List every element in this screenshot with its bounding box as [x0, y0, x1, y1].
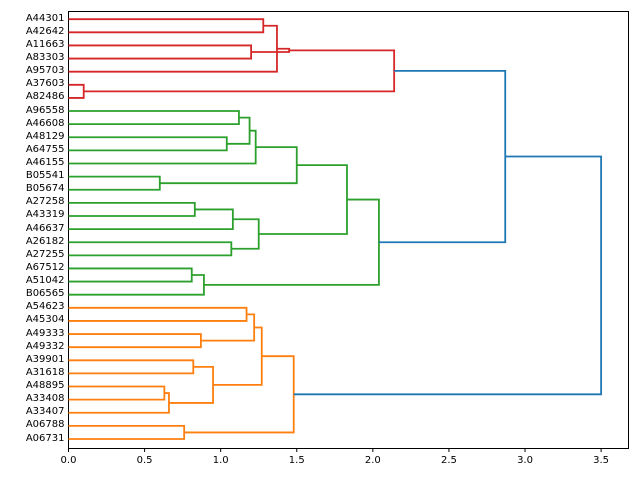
leaf-label-a83303: A83303: [25, 52, 65, 64]
dendrogram-link: [68, 267, 193, 283]
leaf-label-a51042: A51042: [25, 275, 65, 287]
dendrogram-link: [68, 18, 265, 34]
dendrogram-link: [83, 49, 396, 93]
x-tick-label-1.0: 1.0: [212, 454, 229, 466]
x-tick-label-0.0: 0.0: [60, 454, 77, 466]
dendrogram-link: [159, 146, 298, 185]
dendrogram-link: [68, 424, 186, 440]
leaf-label-a43319: A43319: [25, 209, 65, 221]
dendrogram-link: [68, 83, 85, 99]
dendrogram-link: [378, 69, 507, 244]
leaf-label-a46155: A46155: [25, 157, 65, 168]
leaf-label-a96558: A96558: [25, 104, 65, 116]
dendrogram-link: [68, 44, 253, 60]
leaf-label-a11663: A11663: [25, 38, 65, 50]
dendrogram-link: [68, 274, 205, 296]
dendrogram-link: [68, 241, 233, 257]
dendrogram-link: [68, 201, 196, 217]
leaf-label-a54623: A54623: [25, 301, 65, 313]
dendrogram-link: [293, 155, 603, 396]
leaf-label-a42642: A42642: [25, 25, 65, 37]
dendrogram-link: [68, 359, 195, 375]
dendrogram-link: [68, 208, 234, 230]
leaf-label-b06565: B06565: [25, 288, 65, 300]
leaf-label-a06731: A06731: [25, 432, 65, 444]
leaf-label-a33408: A33408: [25, 393, 65, 405]
leaf-label-a37603: A37603: [25, 78, 65, 90]
dendrogram-link: [68, 306, 248, 322]
leaf-label-a33407: A33407: [25, 406, 65, 418]
dendrogram-link: [258, 164, 348, 235]
x-tick-label-1.5: 1.5: [288, 454, 305, 466]
leaf-label-a49333: A49333: [25, 327, 65, 339]
leaf-label-a27255: A27255: [25, 248, 65, 260]
leaf-label-a49332: A49332: [25, 340, 65, 352]
leaf-label-a46637: A46637: [25, 222, 65, 234]
dendrogram-link: [68, 175, 161, 191]
dendrogram-link: [68, 333, 202, 349]
x-tick-label-0.5: 0.5: [136, 454, 153, 466]
dendrogram-link: [251, 47, 291, 53]
dendrogram-link: [68, 385, 166, 401]
leaf-label-b05541: B05541: [25, 170, 65, 182]
dendrogram-link: [68, 392, 170, 414]
x-tick-label-3.0: 3.0: [517, 454, 533, 466]
dendrogram-link: [68, 136, 228, 152]
leaf-label-a67512: A67512: [25, 261, 65, 273]
leaf-label-a82486: A82486: [25, 91, 65, 103]
leaf-label-a31618: A31618: [25, 366, 65, 378]
x-tick-label-2.5: 2.5: [440, 454, 457, 466]
dendrogram-link: [231, 218, 260, 250]
leaf-label-a06788: A06788: [25, 419, 65, 431]
leaf-label-a95703: A95703: [25, 65, 65, 77]
leaf-label-a39901: A39901: [25, 353, 65, 365]
x-tick-label-2.0: 2.0: [364, 454, 381, 466]
dendrogram-link: [68, 110, 240, 126]
leaf-label-b05674: B05674: [25, 183, 65, 195]
dendrogram-links: [68, 18, 603, 440]
dendrogram-link: [184, 355, 295, 434]
x-tick-label-3.5: 3.5: [593, 454, 610, 466]
dendrogram-link: [168, 365, 214, 404]
dendrogram-link: [68, 24, 278, 73]
leaf-label-a48895: A48895: [25, 380, 65, 392]
leaf-label-a64755: A64755: [25, 143, 65, 155]
leaf-label-a48129: A48129: [25, 130, 65, 142]
leaf-label-a27258: A27258: [25, 196, 65, 208]
leaf-label-a45304: A45304: [25, 314, 65, 326]
leaf-label-a46608: A46608: [25, 117, 65, 129]
leaf-label-a44301: A44301: [25, 12, 65, 24]
dendrogram-link: [200, 313, 256, 342]
x-axis-ticks: [68, 448, 602, 452]
leaf-label-a26182: A26182: [25, 235, 65, 247]
